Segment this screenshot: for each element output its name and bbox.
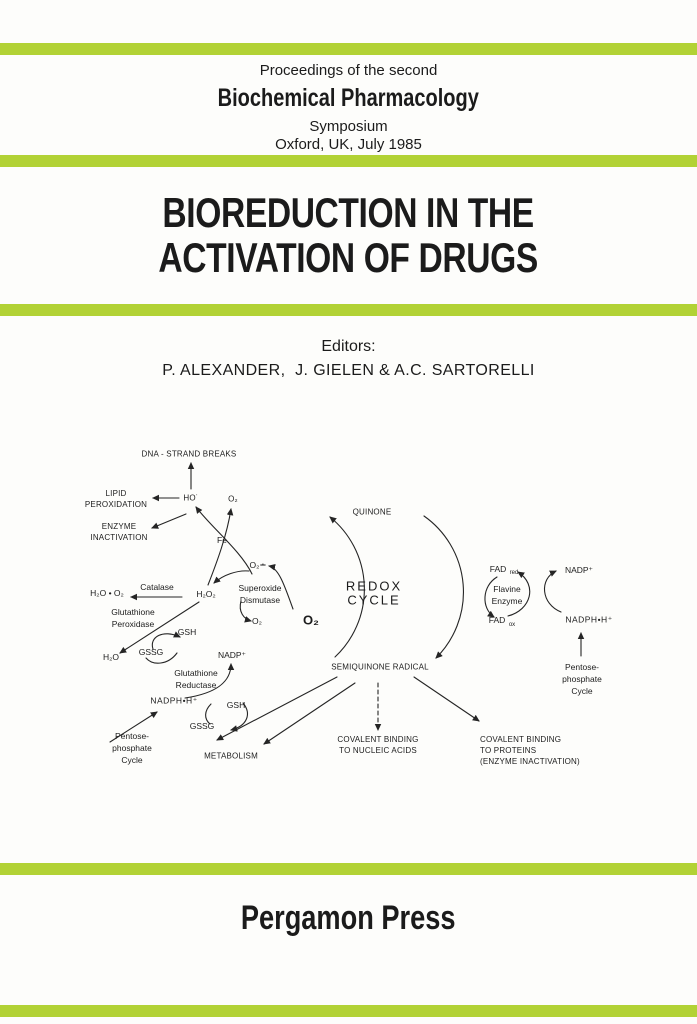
green-rule-bottom bbox=[0, 1005, 697, 1017]
series-title: Biochemical Pharmacology bbox=[217, 84, 480, 112]
diagram-label-gssg-1: GSSG bbox=[138, 647, 164, 658]
diagram-label-oxygen-released: O₂ bbox=[252, 616, 262, 627]
symposium-line: Symposium bbox=[309, 118, 388, 135]
diagram-label-gssg-2: GSSG bbox=[189, 721, 215, 732]
proceedings-line: Proceedings of the second bbox=[259, 62, 438, 79]
diagram-label-fad-red: FAD bbox=[489, 564, 507, 575]
green-rule-header-bottom bbox=[0, 155, 697, 167]
diagram-label-iron: Fe bbox=[217, 535, 227, 546]
diagram-label-quinone: QUINONE bbox=[352, 507, 392, 517]
diagram-label-oxygen-top: O₂ bbox=[228, 494, 238, 504]
diagram-label-flavine-enzyme: Flavine Enzyme bbox=[491, 584, 523, 606]
diagram-label-nadph-left: NADPH•H⁺ bbox=[150, 695, 198, 706]
diagram-label-superoxide-radical: O₂∸ bbox=[249, 560, 267, 571]
diagram-label-covalent-nucleic: COVALENT BINDING TO NUCLEIC ACIDS bbox=[337, 735, 419, 755]
diagram-label-semiquinone-radical: SEMIQUINONE RADICAL bbox=[331, 662, 429, 672]
green-rule-top bbox=[0, 43, 697, 55]
diagram-label-hydroxyl-radical: HO˙ bbox=[183, 493, 199, 503]
book-title-line1: BIOREDUCTION IN THE bbox=[162, 189, 535, 236]
green-rule-footer-top bbox=[0, 863, 697, 875]
diagram-label-nadp-left: NADP⁺ bbox=[217, 650, 247, 661]
diagram-label-covalent-proteins: COVALENT BINDING TO PROTEINS (ENZYME INA… bbox=[480, 734, 580, 766]
diagram-label-pentose-cycle-left: Pentose- phosphate Cycle bbox=[112, 731, 152, 765]
diagram-label-fad-red-sub: red bbox=[509, 570, 519, 576]
diagram-label-hydrogen-peroxide: H₂O₂ bbox=[196, 589, 216, 600]
diagram-label-glutathione-reductase: Glutathione Reductase bbox=[174, 668, 218, 690]
diagram-label-water-oxygen: H₂O • O₂ bbox=[90, 588, 124, 599]
diagram-label-nadp-right: NADP⁺ bbox=[564, 565, 594, 576]
diagram-label-pentose-cycle-right: Pentose- phosphate Cycle bbox=[562, 662, 602, 696]
diagram-label-superoxide-dismutase: Superoxide Dismutase bbox=[238, 583, 282, 605]
location-date-line: Oxford, UK, July 1985 bbox=[275, 136, 422, 153]
diagram-label-gsh-2: GSH bbox=[226, 700, 246, 711]
editors-names: P. ALEXANDER, J. GIELEN & A.C. SARTORELL… bbox=[162, 362, 535, 379]
diagram-label-water: H₂O bbox=[102, 652, 120, 663]
diagram-label-catalase: Catalase bbox=[140, 582, 174, 593]
diagram-label-nadph-right: NADPH•H⁺ bbox=[565, 614, 613, 625]
diagram-label-gsh-1: GSH bbox=[177, 627, 197, 638]
editors-label: Editors: bbox=[321, 338, 376, 355]
diagram-label-lipid-peroxidation: LIPID PEROXIDATION bbox=[84, 489, 148, 509]
diagram-label-redox-cycle: REDOX CYCLE bbox=[345, 578, 403, 607]
diagram-label-fad-ox-sub: ox bbox=[508, 622, 516, 628]
diagram-label-dna-strand-breaks: DNA - STRAND BREAKS bbox=[141, 449, 237, 459]
diagram-label-oxygen-bold: O₂ bbox=[303, 612, 319, 628]
book-title-line2: ACTIVATION OF DRUGS bbox=[158, 234, 539, 281]
green-rule-title-bottom bbox=[0, 304, 697, 316]
publisher-name: Pergamon Press bbox=[241, 899, 456, 937]
diagram-label-glutathione-peroxidase: Glutathione Peroxidase bbox=[111, 607, 155, 629]
diagram-label-enzyme-inactivation: ENZYME INACTIVATION bbox=[90, 522, 148, 542]
diagram-label-fad-ox: FAD bbox=[488, 615, 506, 626]
diagram-label-metabolism: METABOLISM bbox=[204, 751, 258, 761]
